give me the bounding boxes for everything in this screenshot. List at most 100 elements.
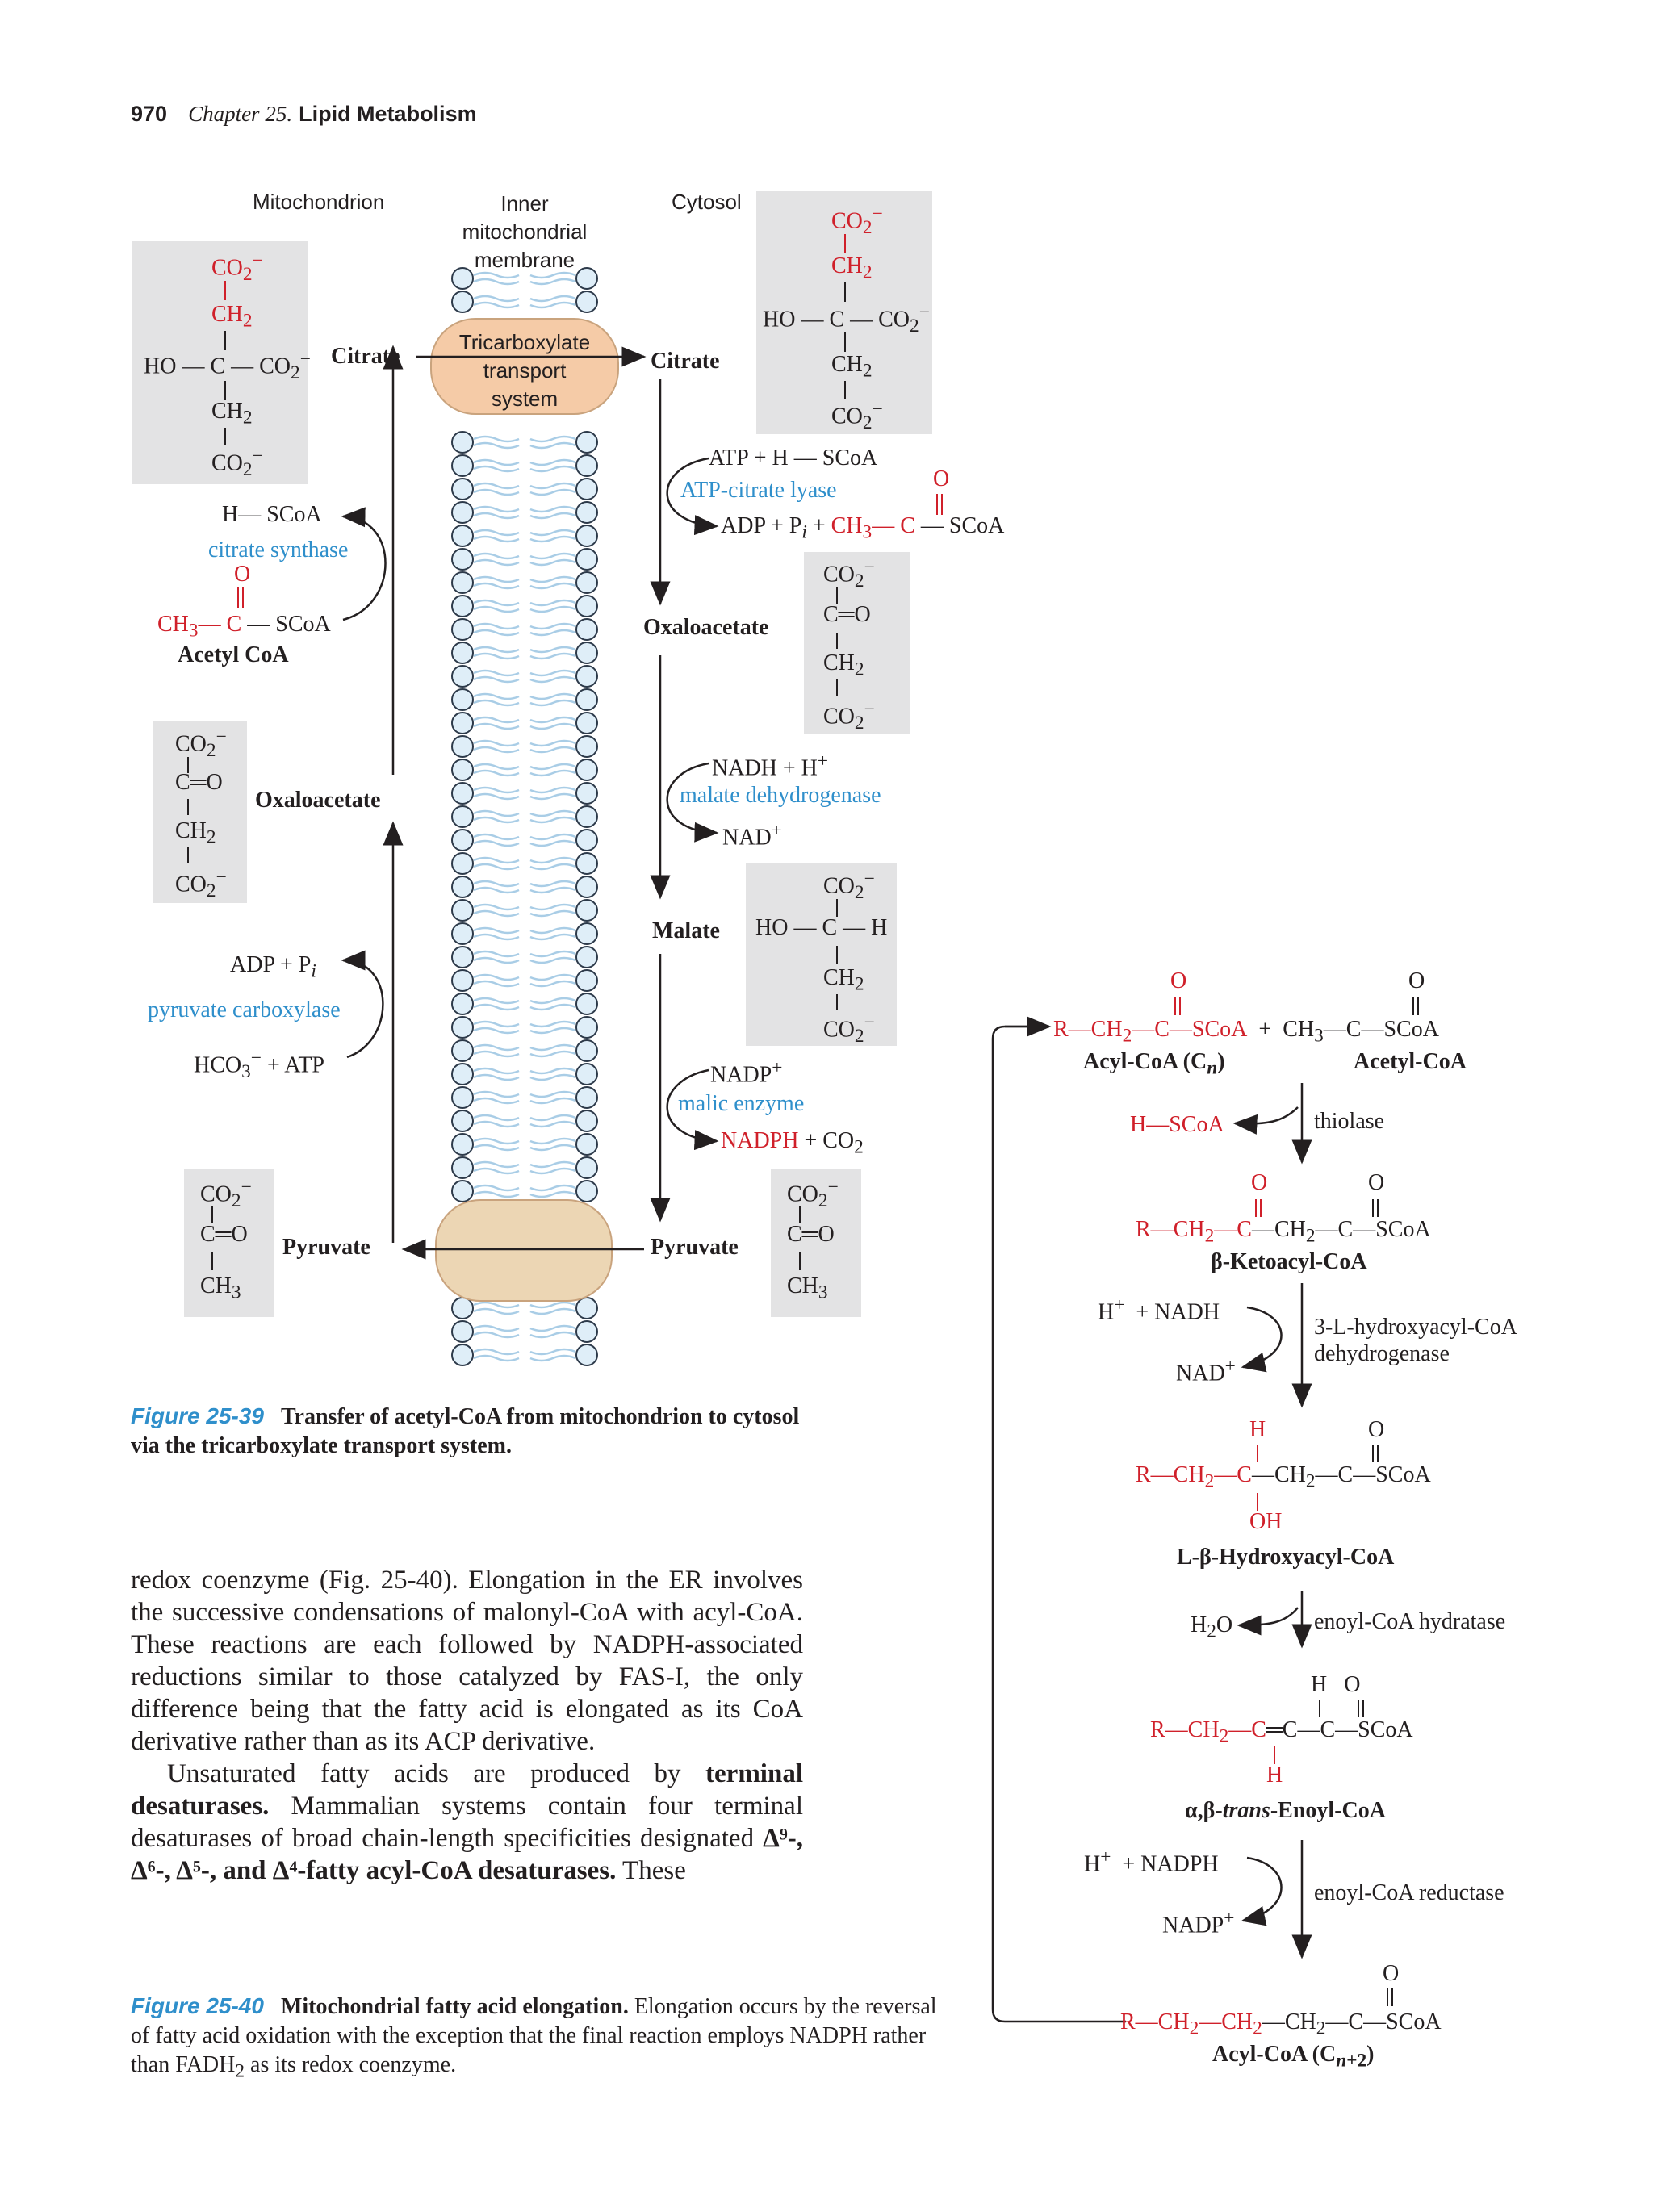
lipid-head xyxy=(451,1320,474,1343)
lipid-tail xyxy=(529,622,576,630)
lipid-tail xyxy=(529,1137,576,1145)
lipid-tail xyxy=(473,505,520,513)
lipid-head xyxy=(451,595,474,617)
lipid-tail xyxy=(473,856,520,864)
lipid-head xyxy=(451,899,474,922)
bond xyxy=(1255,1199,1257,1217)
lipid-tail xyxy=(473,792,520,801)
curve-nadph xyxy=(1241,1856,1283,1926)
lipid-tail xyxy=(473,669,520,677)
acetyl-o: O xyxy=(234,562,251,587)
lipid-tail xyxy=(473,1073,520,1081)
label-acetyl-coa-right: Acetyl-CoA xyxy=(1354,1049,1467,1074)
mito-citrate-ch2-top: CH2 xyxy=(211,302,253,332)
lipid-head xyxy=(451,1156,474,1179)
bond xyxy=(1174,997,1176,1015)
lipid-head xyxy=(575,782,598,805)
bond xyxy=(1260,1199,1262,1217)
lipid-tail xyxy=(529,1120,576,1128)
page-number: 970 xyxy=(131,102,168,126)
lipid-tail xyxy=(473,482,520,490)
caption-fig-25-40: Figure 25-40 Mitochondrial fatty acid el… xyxy=(131,1993,937,2082)
lipid-tail xyxy=(473,722,520,730)
lipid-tail xyxy=(473,1144,520,1152)
bond xyxy=(1387,1988,1388,2006)
lipid-head xyxy=(575,688,598,711)
lipid-head xyxy=(575,1297,598,1319)
lipid-tail xyxy=(473,763,520,771)
mito-oaa-ch2: CH2 xyxy=(175,818,216,848)
lipid-tail xyxy=(529,1003,576,1011)
lipid-tail xyxy=(529,1348,576,1356)
page-header: 970 Chapter 25. Lipid Metabolism xyxy=(131,102,477,127)
bond xyxy=(836,587,838,604)
lipid-head xyxy=(575,595,598,617)
curve-nadh xyxy=(1241,1306,1283,1373)
lipid-tail xyxy=(473,880,520,888)
label-oxaloacetate-cyto: Oxaloacetate xyxy=(643,615,769,640)
lipid-tail xyxy=(529,1020,576,1028)
lipid-tail xyxy=(473,1114,520,1122)
lipid-tail xyxy=(529,1043,576,1052)
curve-hscoa-out xyxy=(1232,1106,1299,1135)
bond xyxy=(224,381,226,400)
malate-co2-top: CO2− xyxy=(823,868,875,903)
lipid-tail xyxy=(473,1050,520,1058)
lipid-tail xyxy=(473,599,520,607)
cyto-citrate-ch2-bottom: CH2 xyxy=(831,352,873,382)
lipid-tail xyxy=(529,575,576,583)
lipid-head xyxy=(451,946,474,968)
curve-malate-dehydrogenase xyxy=(666,762,719,843)
lipid-tail xyxy=(529,1090,576,1098)
lipid-tail xyxy=(473,1097,520,1105)
lipid-tail xyxy=(473,1160,520,1169)
bond xyxy=(1319,1700,1320,1717)
lipid-tail xyxy=(529,933,576,941)
lipid-head xyxy=(575,431,598,454)
lipid-tail xyxy=(529,465,576,473)
label-acyl-coa-cn2: Acyl-CoA (Cn+2) xyxy=(1212,2042,1375,2072)
lipid-head xyxy=(451,782,474,805)
lipid-head xyxy=(451,618,474,641)
mito-citrate-co2-top: CO2− xyxy=(211,250,263,285)
lipid-head xyxy=(451,1297,474,1319)
bond xyxy=(237,587,239,608)
lipid-head xyxy=(575,1110,598,1132)
lipid-tail xyxy=(473,435,520,443)
label-cytosol: Cytosol xyxy=(672,190,742,214)
lipid-tail xyxy=(529,786,576,794)
lipid-head xyxy=(451,267,474,290)
lipid-tail xyxy=(473,1043,520,1052)
lipid-tail xyxy=(473,997,520,1005)
mito-pyr-co2: CO2− xyxy=(200,1177,252,1211)
lipid-tail xyxy=(529,529,576,537)
lipid-head xyxy=(575,1344,598,1366)
lipid-tail xyxy=(529,692,576,700)
lipid-tail xyxy=(529,863,576,871)
lipid-tail xyxy=(473,699,520,707)
lipid-head xyxy=(575,1180,598,1202)
curve-pyruvate-carboxylase xyxy=(341,950,384,1059)
enzyme-citrate-synthase: citrate synthase xyxy=(208,537,349,562)
chapter-title: Lipid Metabolism xyxy=(299,102,477,126)
lipid-head xyxy=(451,805,474,828)
malate-ch2: CH2 xyxy=(823,965,864,995)
lipid-tail xyxy=(529,1114,576,1122)
nad-product: NAD+ xyxy=(1176,1356,1236,1386)
lipid-tail xyxy=(473,1027,520,1035)
caption-fig-25-39: Figure 25-39 Transfer of acetyl-CoA from… xyxy=(131,1403,800,1458)
acetyl-structure: CH3— C — SCoA xyxy=(157,612,331,642)
mito-citrate-ch2-bottom: CH2 xyxy=(211,399,253,429)
lipid-tail xyxy=(473,622,520,630)
lipid-tail xyxy=(529,1160,576,1169)
curve-atp-citrate-lyase xyxy=(666,457,719,536)
mito-hco3-atp: HCO3− + ATP xyxy=(194,1047,324,1082)
cyto-nadp: NADP+ xyxy=(710,1057,783,1088)
lipid-head xyxy=(575,501,598,524)
lipid-tail xyxy=(473,1184,520,1192)
cyto-pyr-ch3: CH3 xyxy=(787,1273,828,1303)
lipid-tail xyxy=(473,739,520,747)
cyto-nad: NAD+ xyxy=(722,820,782,851)
bond xyxy=(836,946,838,964)
